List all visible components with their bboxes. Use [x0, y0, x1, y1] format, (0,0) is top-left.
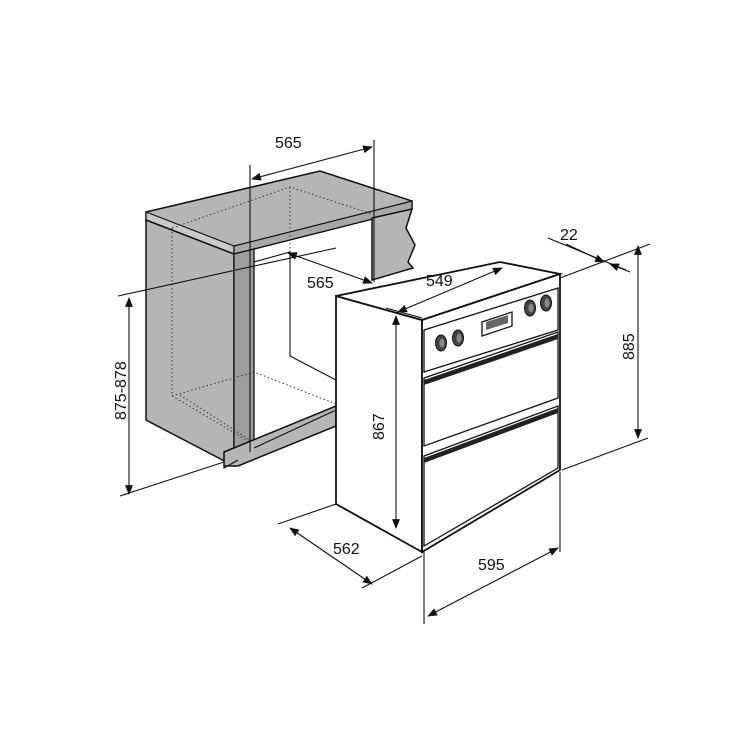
lower-oven-door	[423, 405, 559, 548]
upper-door-handle	[424, 334, 558, 385]
extension-line	[561, 437, 649, 471]
niche-opening	[253, 251, 337, 381]
upper-oven-door	[423, 331, 559, 447]
label-cavity-width: 565	[275, 135, 302, 152]
label-oven-top-width: 549	[426, 273, 453, 290]
cabinet-cut-mark	[223, 452, 239, 469]
extension-line	[277, 503, 337, 525]
knob-icon	[452, 329, 464, 347]
label-cavity-height: 875-878	[113, 361, 130, 420]
dim-arrow-oven-width	[427, 547, 559, 617]
oven	[335, 261, 564, 554]
label-cavity-depth: 565	[307, 275, 334, 292]
knob-icon	[540, 294, 552, 312]
knob-icon	[435, 334, 447, 352]
label-oven-thickness: 22	[560, 227, 578, 244]
cabinet	[145, 170, 416, 469]
control-panel	[423, 287, 559, 373]
knob-icon	[524, 299, 536, 317]
label-oven-depth: 562	[333, 541, 360, 558]
dim-arrow-cavity-width	[251, 145, 373, 181]
extension-line	[117, 247, 337, 297]
label-oven-width: 595	[478, 557, 505, 574]
label-oven-total-height: 885	[621, 333, 638, 360]
dim-arrow-oven-thickness-2	[609, 263, 631, 273]
cabinet-left-panel	[145, 218, 235, 468]
cavity-outline-floor	[171, 371, 337, 405]
dim-arrow-oven-depth	[289, 527, 373, 585]
label-oven-body-height: 867	[371, 413, 388, 440]
cabinet-right-post	[371, 207, 416, 282]
dim-arrow-cavity-depth	[287, 252, 373, 284]
lower-door-handle	[424, 408, 558, 463]
extension-line	[119, 461, 225, 497]
cabinet-left-post	[233, 248, 255, 453]
dimension-labels: 565 565 875-878 549 22 885 867 562 595	[113, 135, 638, 574]
extension-line	[385, 307, 423, 319]
niche-bottom	[253, 409, 337, 449]
dim-arrow-oven-top-width	[397, 267, 503, 313]
display-icon	[481, 311, 513, 337]
dimension-lines	[117, 140, 651, 624]
cavity-outline-inner	[179, 394, 251, 441]
dim-arrow-oven-thickness	[565, 243, 605, 263]
extension-line	[559, 243, 651, 279]
